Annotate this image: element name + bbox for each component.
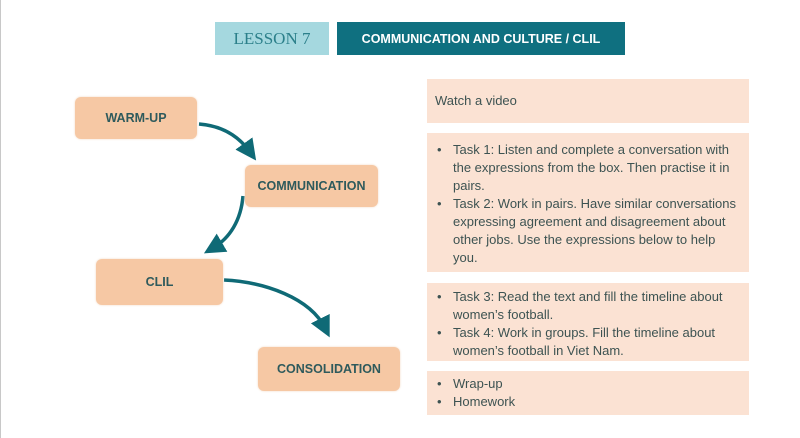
activity-communication: Task 1: Listen and complete a conversati… <box>427 133 749 272</box>
activity-clil: Task 3: Read the text and fill the timel… <box>427 283 749 361</box>
task-item: Task 1: Listen and complete a conversati… <box>437 141 741 195</box>
node-clil: CLIL <box>96 259 223 305</box>
activity-warmup: Watch a video <box>427 79 749 123</box>
task-item: Task 4: Work in groups. Fill the timelin… <box>437 324 741 360</box>
activity-text: Watch a video <box>435 93 517 108</box>
arrow-clil-to-consolidation <box>223 278 330 338</box>
node-warm-up: WARM-UP <box>75 97 197 139</box>
arrow-communication-to-clil <box>203 195 245 254</box>
node-communication: COMMUNICATION <box>245 165 378 207</box>
task-item: Homework <box>437 393 741 411</box>
arrow-warmup-to-communication <box>198 122 257 161</box>
node-consolidation: CONSOLIDATION <box>258 347 400 391</box>
task-item: Wrap-up <box>437 375 741 393</box>
activity-consolidation: Wrap-upHomework <box>427 371 749 415</box>
lesson-title: COMMUNICATION AND CULTURE / CLIL <box>337 22 625 55</box>
task-item: Task 3: Read the text and fill the timel… <box>437 288 741 324</box>
lesson-label: LESSON 7 <box>215 22 329 55</box>
page-edge <box>0 0 1 438</box>
task-item: Task 2: Work in pairs. Have similar conv… <box>437 195 741 267</box>
